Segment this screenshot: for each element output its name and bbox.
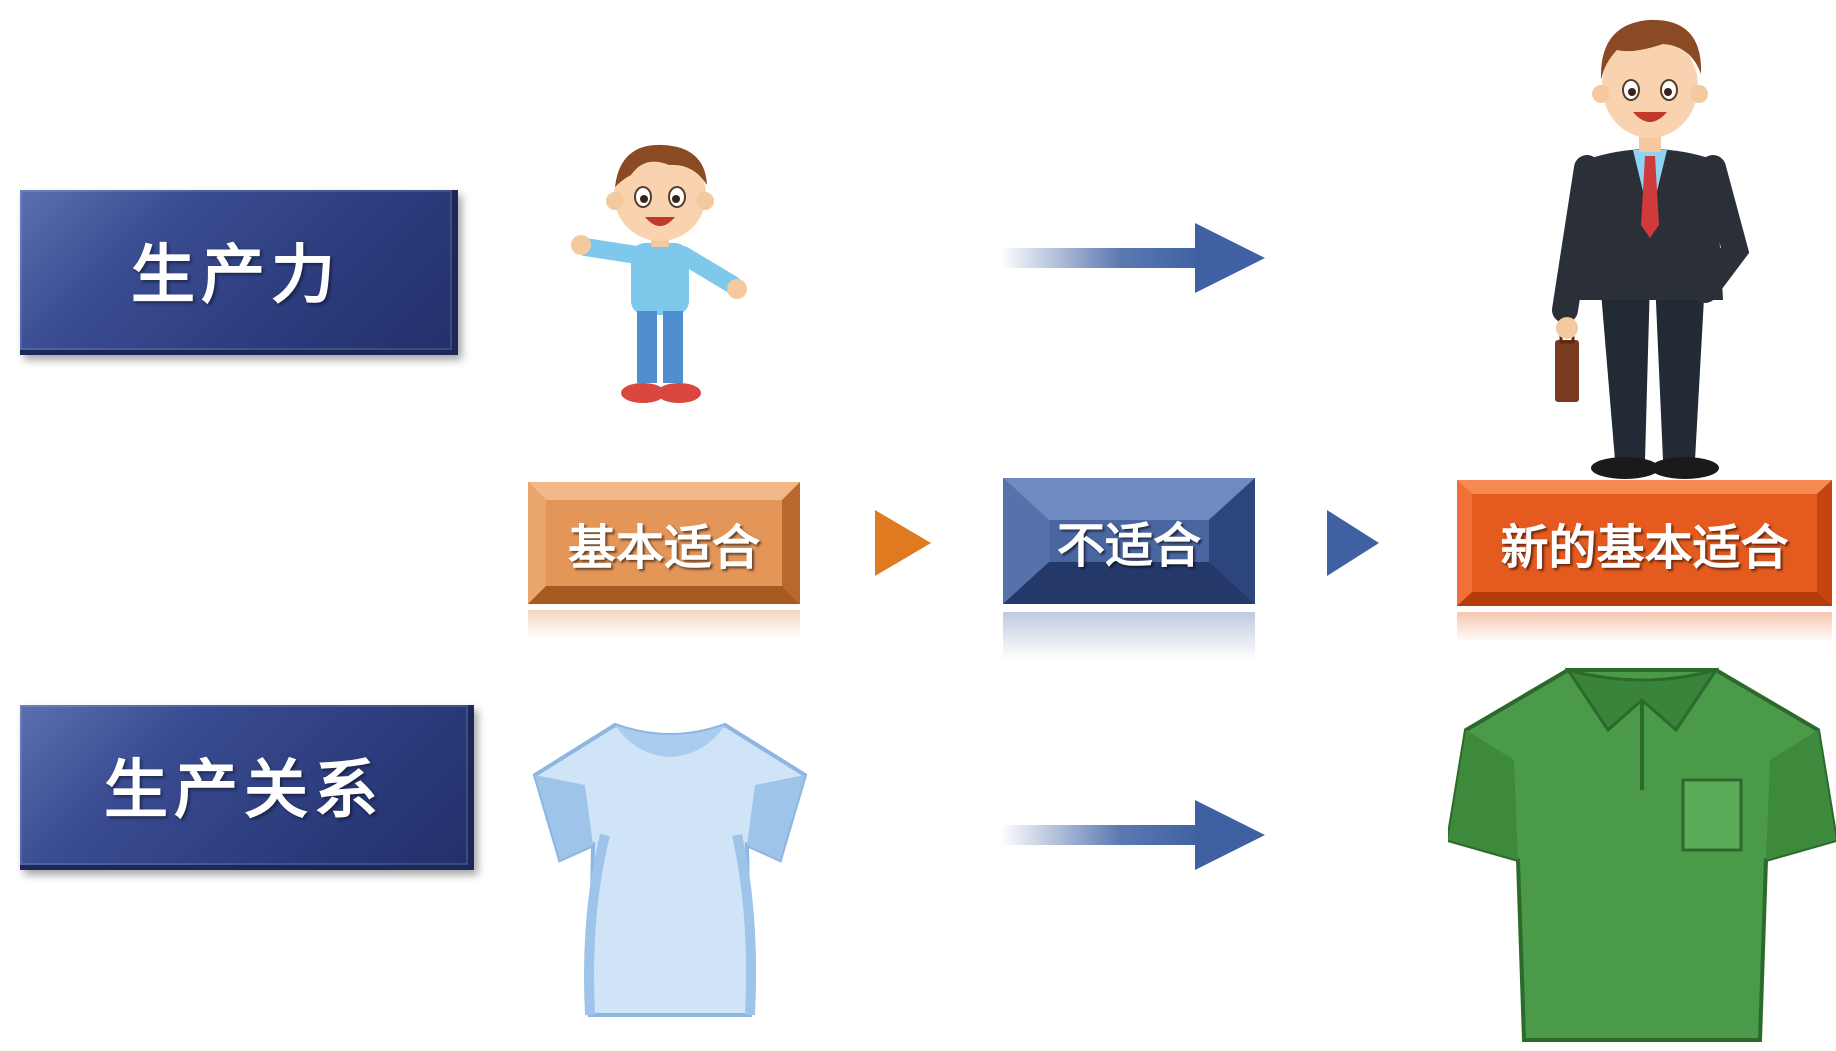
top-arrow-icon (1000, 223, 1265, 293)
businessman-figure-icon (1552, 19, 1750, 479)
not-fit-reflection (1003, 612, 1255, 660)
basic-fit-frame (528, 482, 800, 604)
orange-triangle-arrow-icon (875, 510, 931, 576)
basic-fit-label: 基本适合 (567, 520, 760, 576)
basic-fit-reflection (528, 610, 800, 638)
new-basic-fit-frame (1457, 480, 1832, 606)
stage-basic-fit-box: 基本适合 (528, 482, 800, 604)
stage-new-basic-fit-box: 新的基本适合 (1457, 480, 1832, 606)
light-blue-tshirt-icon (532, 722, 808, 1017)
relations-label: 生产关系 (104, 754, 384, 828)
blue-triangle-arrow-icon (1327, 510, 1379, 576)
new-basic-fit-reflection (1457, 612, 1832, 642)
child-figure-icon (571, 144, 747, 403)
stage-not-fit-box: 不适合 (1003, 478, 1255, 604)
productivity-label: 生产力 (131, 239, 341, 313)
relations-label-box: 生产关系 (20, 705, 474, 870)
green-polo-shirt-icon (1448, 667, 1836, 1042)
not-fit-frame (1003, 478, 1255, 604)
new-basic-fit-label: 新的基本适合 (1500, 520, 1789, 576)
not-fit-label: 不适合 (1056, 518, 1201, 574)
productivity-label-box: 生产力 (20, 190, 458, 355)
bottom-arrow-icon (1000, 800, 1265, 870)
